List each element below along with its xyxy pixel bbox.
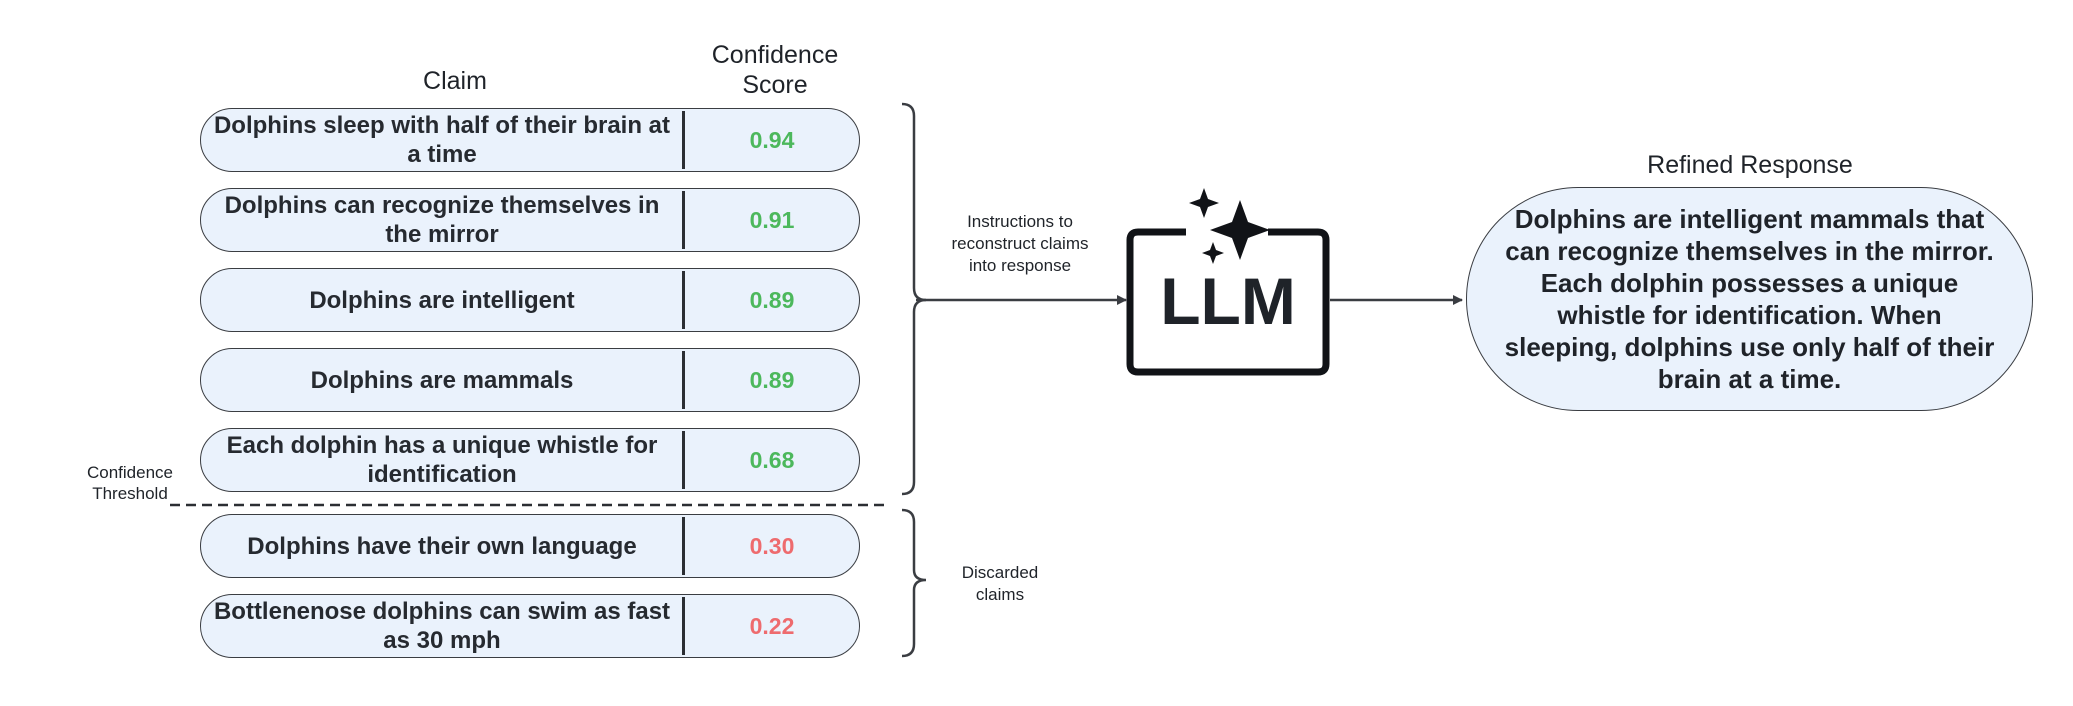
- discarded-claims-annotation: Discarded claims: [930, 562, 1070, 606]
- confidence-score: 0.22: [749, 612, 795, 639]
- confidence-score: 0.30: [749, 532, 795, 559]
- claim-row: Bottlenenose dolphins can swim as fast a…: [200, 594, 860, 658]
- claim-column-header: Claim: [423, 67, 487, 95]
- discarded-line2: claims: [975, 585, 1025, 604]
- claim-text: Dolphins can recognize themselves in the…: [224, 192, 660, 248]
- discarded-line1: Discarded: [961, 563, 1039, 582]
- claim-row: Dolphins can recognize themselves in the…: [200, 188, 860, 252]
- instructions-line1: Instructions to: [967, 212, 1073, 231]
- instructions-annotation: Instructions to reconstruct claims into …: [930, 211, 1110, 277]
- claim-row: Dolphins are mammals 0.89: [200, 348, 860, 412]
- row-divider: [682, 271, 685, 329]
- claim-row: Dolphins sleep with half of their brain …: [200, 108, 860, 172]
- llm-label: LLM: [1160, 264, 1296, 338]
- confidence-score: 0.91: [749, 206, 795, 233]
- row-divider: [682, 597, 685, 655]
- claim-text: Dolphins are mammals: [310, 366, 574, 394]
- threshold-label-line2: Threshold: [92, 484, 168, 503]
- llm-frame: [1126, 228, 1330, 376]
- claim-row: Dolphins have their own language 0.30: [200, 514, 860, 578]
- row-divider: [682, 351, 685, 409]
- claim-text: Bottlenenose dolphins can swim as fast a…: [213, 598, 671, 654]
- refined-response-box: Dolphins are intelligent mammals that ca…: [1466, 187, 2033, 411]
- row-divider: [682, 517, 685, 575]
- claim-text: Dolphins have their own language: [247, 532, 637, 560]
- refined-response-text: Dolphins are intelligent mammals that ca…: [1504, 204, 1995, 394]
- confidence-score: 0.68: [749, 446, 795, 473]
- claim-text: Each dolphin has a unique whistle for id…: [226, 432, 658, 488]
- confidence-score: 0.89: [749, 286, 795, 313]
- discarded-claims-bracket: [901, 508, 927, 658]
- confidence-header-line2: Score: [742, 71, 808, 99]
- row-divider: [682, 111, 685, 169]
- confidence-score: 0.89: [749, 366, 795, 393]
- claim-row: Dolphins are intelligent 0.89: [200, 268, 860, 332]
- instructions-line2: reconstruct claims: [951, 234, 1089, 253]
- row-divider: [682, 191, 685, 249]
- confidence-score: 0.94: [749, 126, 795, 153]
- confidence-score-column-header: Confidence Score: [690, 40, 860, 100]
- claim-row: Each dolphin has a unique whistle for id…: [200, 428, 860, 492]
- confidence-threshold-label: Confidence Threshold: [70, 462, 190, 504]
- refined-response-header: Refined Response: [1647, 151, 1853, 179]
- sparkle-icon: [1189, 188, 1270, 264]
- confidence-header-line1: Confidence: [711, 41, 839, 69]
- claim-text: Dolphins sleep with half of their brain …: [213, 112, 671, 168]
- instructions-line3: into response: [968, 256, 1072, 275]
- row-divider: [682, 431, 685, 489]
- threshold-label-line1: Confidence: [86, 463, 173, 482]
- claim-text: Dolphins are intelligent: [309, 286, 575, 314]
